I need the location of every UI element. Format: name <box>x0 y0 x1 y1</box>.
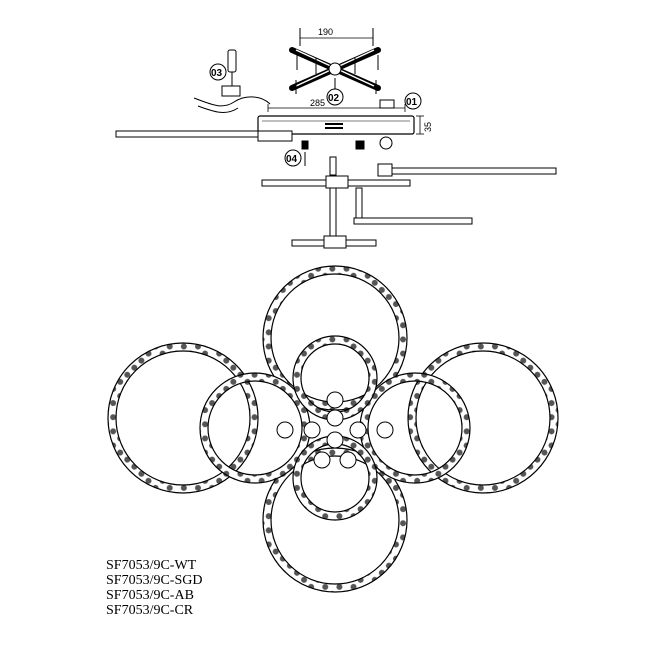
ring-outline <box>407 342 559 494</box>
callout-03: 03 <box>209 63 227 81</box>
ring-chandelier-front-view <box>107 265 559 593</box>
screwdriver-icon <box>193 49 271 113</box>
plate-length-dimension: 285 <box>310 98 325 108</box>
model-number: SF7053/9C-WT <box>106 558 197 573</box>
bracket-span-dimension: 190 <box>318 27 333 37</box>
svg-text:01: 01 <box>406 97 418 108</box>
globe-icon <box>376 421 394 439</box>
globe-icon <box>326 431 344 449</box>
ring-outline <box>367 380 463 476</box>
ring-band <box>408 343 558 493</box>
center-globes <box>276 391 394 469</box>
globe-icon <box>326 391 344 409</box>
model-number: SF7053/9C-AB <box>106 588 194 603</box>
globe-icon <box>339 451 357 469</box>
ceiling-plate <box>257 99 424 135</box>
ring-outline <box>207 380 303 476</box>
globe-icon <box>349 421 367 439</box>
callout-04: 04 <box>284 149 306 167</box>
cross-bracket <box>289 28 381 95</box>
ring-outline <box>270 455 400 585</box>
screw-icon <box>295 28 379 95</box>
model-number: SF7053/9C-SGD <box>106 573 203 588</box>
svg-text:02: 02 <box>328 93 340 104</box>
svg-text:03: 03 <box>211 68 223 79</box>
globe-icon <box>326 409 344 427</box>
ring-band <box>263 448 407 592</box>
ring-outline <box>107 342 259 494</box>
ring-band <box>108 343 258 493</box>
globe-icon <box>276 421 294 439</box>
ring-outline <box>415 350 551 486</box>
model-list: SF7053/9C-WT SF7053/9C-SGD SF7053/9C-AB … <box>106 558 202 618</box>
ring-outline <box>115 350 251 486</box>
model-number: SF7053/9C-CR <box>106 603 194 618</box>
svg-text:04: 04 <box>286 154 298 165</box>
plate-height-dimension: 35 <box>423 122 433 132</box>
globe-icon <box>313 451 331 469</box>
callout-01: 01 <box>404 92 422 110</box>
callout-02: 02 <box>326 88 344 106</box>
side-view-arms <box>115 130 557 249</box>
globe-icon <box>303 421 321 439</box>
